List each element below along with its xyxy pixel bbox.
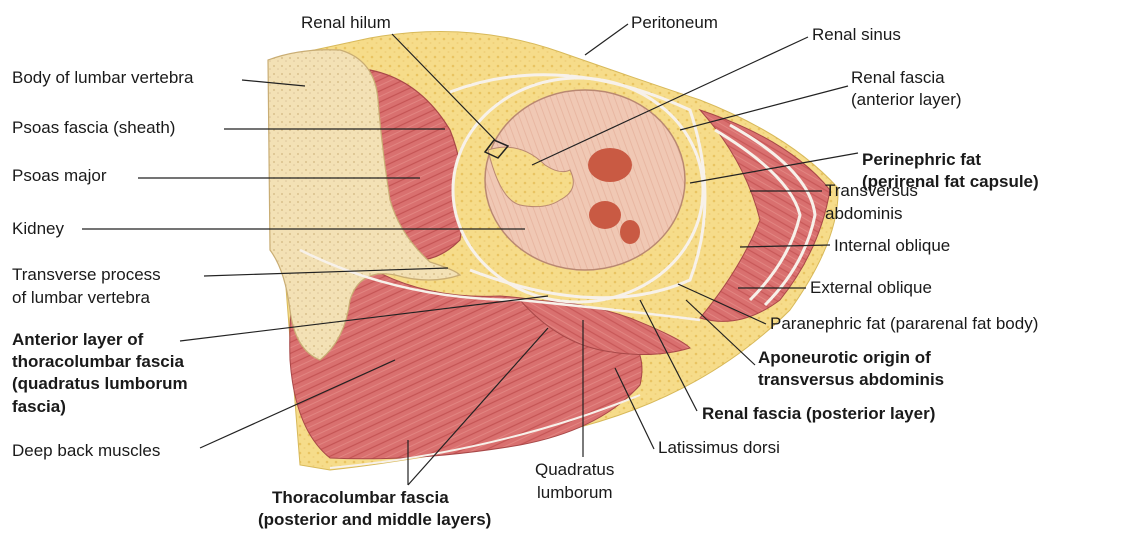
label-psoas-major: Psoas major xyxy=(12,166,106,186)
label-renal-fascia-anterior-1: Renal fascia xyxy=(851,68,945,88)
label-thoracolumbar-fascia-2: (posterior and middle layers) xyxy=(258,510,491,530)
label-paranephric-fat: Paranephric fat (pararenal fat body) xyxy=(770,314,1038,334)
label-body-lumbar-vertebra: Body of lumbar vertebra xyxy=(12,68,193,88)
label-quadratus-lumborum-1: Quadratus xyxy=(535,460,614,480)
medulla-2 xyxy=(589,201,621,229)
label-anterior-layer-tlf-1: Anterior layer of xyxy=(12,330,143,350)
label-transverse-process-1: Transverse process xyxy=(12,265,161,285)
label-latissimus-dorsi: Latissimus dorsi xyxy=(658,438,780,458)
label-kidney: Kidney xyxy=(12,219,64,239)
label-transversus-abdominis-2: abdominis xyxy=(825,204,903,224)
label-peritoneum: Peritoneum xyxy=(631,13,718,33)
label-transversus-abdominis-1: Transversus xyxy=(825,181,918,201)
label-anterior-layer-tlf-2: thoracolumbar fascia xyxy=(12,352,184,372)
label-thoracolumbar-fascia-1: Thoracolumbar fascia xyxy=(272,488,449,508)
label-deep-back-muscles: Deep back muscles xyxy=(12,441,160,461)
label-renal-fascia-anterior-2: (anterior layer) xyxy=(851,90,962,110)
label-renal-hilum: Renal hilum xyxy=(301,13,391,33)
label-aponeurotic-origin-1: Aponeurotic origin of xyxy=(758,348,931,368)
label-anterior-layer-tlf-4: fascia) xyxy=(12,397,66,417)
label-psoas-fascia: Psoas fascia (sheath) xyxy=(12,118,175,138)
label-perinephric-fat-1: Perinephric fat xyxy=(862,150,981,170)
label-aponeurotic-origin-2: transversus abdominis xyxy=(758,370,944,390)
label-renal-sinus: Renal sinus xyxy=(812,25,901,45)
label-internal-oblique: Internal oblique xyxy=(834,236,950,256)
label-quadratus-lumborum-2: lumborum xyxy=(537,483,613,503)
medulla-1 xyxy=(588,148,632,182)
label-anterior-layer-tlf-3: (quadratus lumborum xyxy=(12,374,188,394)
label-renal-fascia-posterior: Renal fascia (posterior layer) xyxy=(702,404,935,424)
label-transverse-process-2: of lumbar vertebra xyxy=(12,288,150,308)
medulla-3 xyxy=(620,220,640,244)
label-external-oblique: External oblique xyxy=(810,278,932,298)
